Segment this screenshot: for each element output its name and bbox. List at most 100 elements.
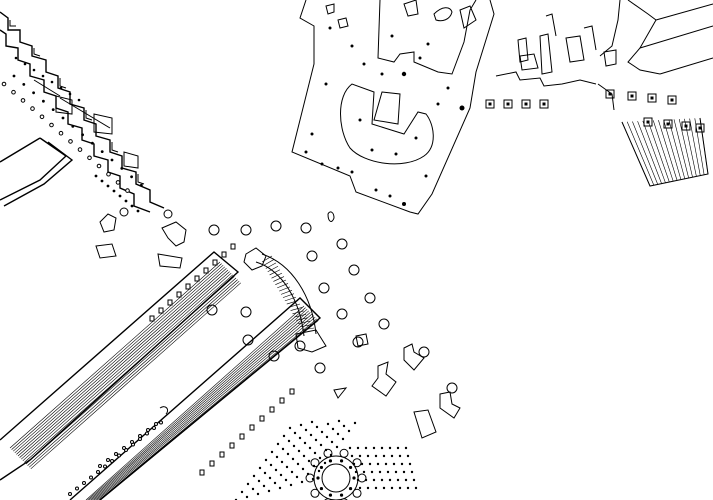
grid-dot	[392, 462, 396, 466]
colonnade-dot	[49, 122, 54, 128]
grid-dot	[331, 427, 335, 431]
south-rotunda	[305, 448, 367, 500]
grid-dot	[307, 459, 311, 463]
column-base	[446, 382, 458, 394]
site-marker	[426, 42, 430, 46]
square-pier-core	[608, 92, 612, 96]
small-marker	[159, 420, 163, 425]
grid-dot	[380, 478, 384, 482]
rotunda-pillar	[348, 465, 353, 470]
colonnade-dot	[22, 83, 26, 86]
column-base	[348, 264, 360, 276]
exedra-step	[290, 307, 303, 311]
colonnade-dot	[112, 189, 116, 193]
small-marker	[154, 422, 158, 426]
grid-dot	[360, 462, 364, 466]
hall-pier	[269, 406, 275, 413]
grid-dot	[306, 472, 310, 476]
grid-dot	[406, 486, 410, 490]
grid-dot	[364, 446, 368, 450]
small-marker	[103, 464, 107, 469]
grid-dot	[263, 471, 267, 475]
grid-dot	[341, 437, 345, 441]
grid-dot	[301, 467, 305, 471]
grid-dot	[364, 478, 368, 482]
exedra-step	[265, 262, 277, 269]
square-pier-core	[524, 102, 528, 106]
hall-pier	[221, 251, 227, 258]
seating-row	[658, 120, 678, 181]
plaza-column-bases	[206, 220, 458, 394]
hall-step	[27, 279, 238, 466]
grid-dot	[274, 468, 278, 472]
square-pier	[667, 95, 677, 105]
grid-dot	[276, 442, 280, 446]
grid-dot	[314, 438, 318, 442]
exedra-step	[277, 283, 289, 289]
square-pier	[627, 91, 637, 101]
column-base	[314, 362, 326, 374]
square-pier	[663, 119, 673, 129]
rotunda-column	[357, 473, 367, 483]
exedra-step	[275, 279, 287, 285]
grid-dot	[297, 449, 301, 453]
seating-row	[694, 118, 705, 175]
rotunda-column	[352, 458, 362, 468]
colonnade-dot	[120, 167, 124, 170]
site-marker	[436, 102, 440, 106]
seating-row	[637, 121, 662, 184]
hall-pier	[239, 433, 245, 440]
square-pier	[647, 93, 657, 103]
exedra-step	[273, 276, 285, 282]
colonnade-dot	[68, 139, 73, 144]
hall-step	[19, 271, 230, 458]
seating-row	[684, 118, 697, 177]
column-base	[306, 250, 318, 262]
site-marker	[414, 136, 418, 140]
seating-row	[699, 117, 709, 175]
grid-dot	[404, 446, 408, 450]
hall-pier	[158, 307, 164, 314]
grid-dot	[240, 490, 244, 494]
rotunda-column	[352, 488, 362, 498]
grid-dot	[330, 440, 334, 444]
hall-pier	[230, 243, 236, 250]
grid-dot	[372, 446, 376, 450]
colonnade-dot	[77, 147, 83, 152]
site-marker	[328, 26, 332, 30]
rotunda-pillar	[319, 465, 324, 470]
square-pier	[643, 117, 653, 127]
small-marker	[89, 475, 93, 480]
hall-pier	[209, 460, 215, 467]
grid-dot	[402, 470, 406, 474]
colonnade-dot	[100, 150, 104, 154]
small-marker	[106, 458, 110, 462]
grid-dot	[308, 446, 312, 450]
grid-dot	[348, 446, 352, 450]
colonnade-dot	[42, 99, 45, 103]
west-fragments	[95, 207, 187, 269]
hall-pier	[176, 291, 182, 298]
grid-dot	[352, 462, 356, 466]
small-marker	[68, 492, 72, 496]
grid-dot	[396, 478, 400, 482]
hall-step	[90, 310, 309, 500]
column-base	[352, 336, 364, 348]
grid-dot	[388, 478, 392, 482]
grid-dot	[326, 422, 330, 426]
grid-dot	[251, 487, 255, 491]
square-pier	[695, 123, 705, 133]
colonnade-dot	[87, 155, 92, 161]
small-marker	[146, 428, 150, 432]
grid-dot	[292, 444, 296, 448]
lower-left-markers	[68, 406, 169, 496]
northwest-portico-complex	[0, 11, 165, 213]
rotunda-column	[310, 458, 320, 468]
grid-dot	[264, 458, 268, 462]
grid-dot	[295, 475, 299, 479]
colonnade-dot	[32, 68, 36, 72]
grid-dot	[362, 470, 366, 474]
grid-dot	[282, 434, 286, 438]
grid-dot	[386, 470, 390, 474]
grid-dot	[353, 421, 357, 425]
